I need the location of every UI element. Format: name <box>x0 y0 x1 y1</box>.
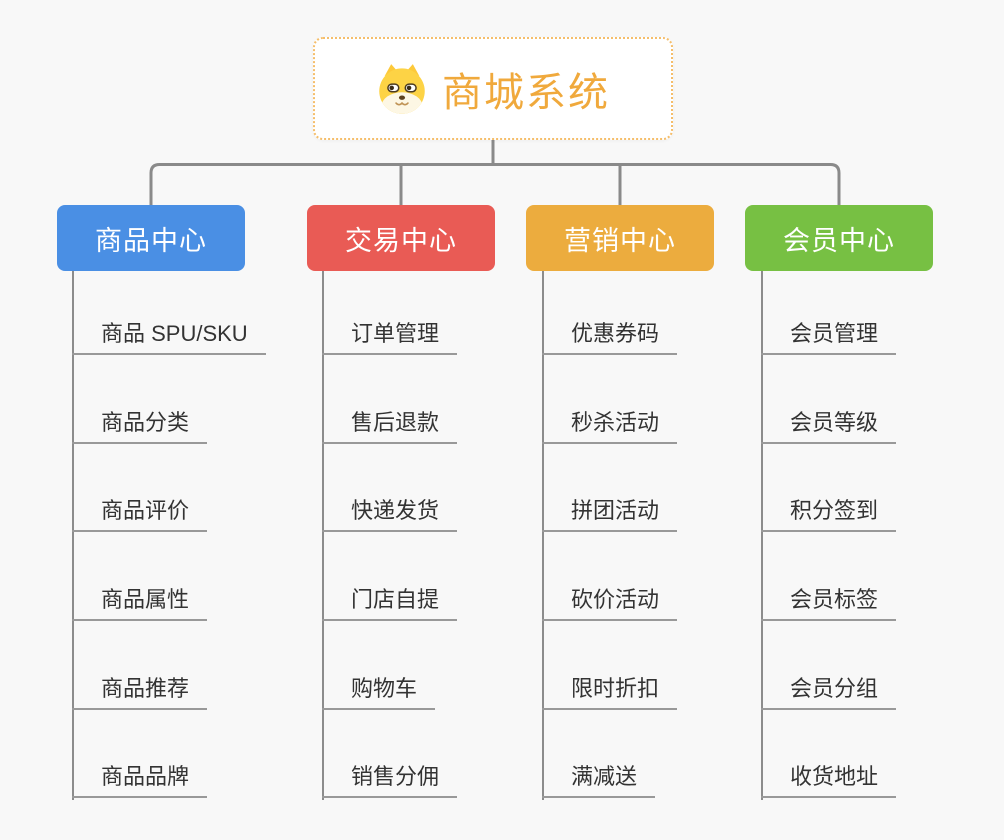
leaf-node[interactable]: 商品分类 <box>72 406 208 444</box>
leaf-node[interactable]: 会员标签 <box>761 583 897 621</box>
leaf-node[interactable]: 商品评价 <box>72 494 208 532</box>
branch-label: 营销中心 <box>564 225 676 256</box>
leaf-node[interactable]: 购物车 <box>322 672 436 710</box>
leaf-node[interactable]: 销售分佣 <box>322 760 458 798</box>
trunk-line-marketing <box>542 271 544 800</box>
leaf-node[interactable]: 收货地址 <box>761 760 897 798</box>
leaf-node[interactable]: 售后退款 <box>322 406 458 444</box>
leaf-node[interactable]: 商品品牌 <box>72 760 208 798</box>
branch-rail-line <box>149 163 841 206</box>
trunk-line-trade <box>322 271 324 800</box>
leaf-node[interactable]: 会员管理 <box>761 317 897 355</box>
leaf-node[interactable]: 积分签到 <box>761 494 897 532</box>
leaf-node[interactable]: 限时折扣 <box>542 672 678 710</box>
leaf-node[interactable]: 会员等级 <box>761 406 897 444</box>
branch-header-trade-center[interactable]: 交易中心 <box>307 205 495 271</box>
leaf-node[interactable]: 门店自提 <box>322 583 458 621</box>
root-title: 商城系统 <box>442 70 610 115</box>
leaf-node[interactable]: 优惠券码 <box>542 317 678 355</box>
leaf-node[interactable]: 商品推荐 <box>72 672 208 710</box>
leaf-node[interactable]: 砍价活动 <box>542 583 678 621</box>
leaf-node[interactable]: 秒杀活动 <box>542 406 678 444</box>
leaf-node[interactable]: 满减送 <box>542 760 656 798</box>
branch-header-member-center[interactable]: 会员中心 <box>745 205 933 271</box>
leaf-node[interactable]: 拼团活动 <box>542 494 678 532</box>
branch-header-product-center[interactable]: 商品中心 <box>57 205 245 271</box>
leaf-node[interactable]: 会员分组 <box>761 672 897 710</box>
branch-label: 商品中心 <box>95 225 207 256</box>
branch-header-marketing-center[interactable]: 营销中心 <box>526 205 714 271</box>
trunk-line-product <box>72 271 74 800</box>
root-node[interactable]: 商城系统 <box>313 37 673 140</box>
branch-label: 交易中心 <box>345 225 457 256</box>
leaf-node[interactable]: 快递发货 <box>322 494 458 532</box>
leaf-node[interactable]: 商品 SPU/SKU <box>72 317 266 355</box>
leaf-node[interactable]: 订单管理 <box>322 317 458 355</box>
dog-icon <box>379 63 425 114</box>
branch-label: 会员中心 <box>783 225 895 256</box>
leaf-node[interactable]: 商品属性 <box>72 583 208 621</box>
trunk-line-member <box>761 271 763 800</box>
